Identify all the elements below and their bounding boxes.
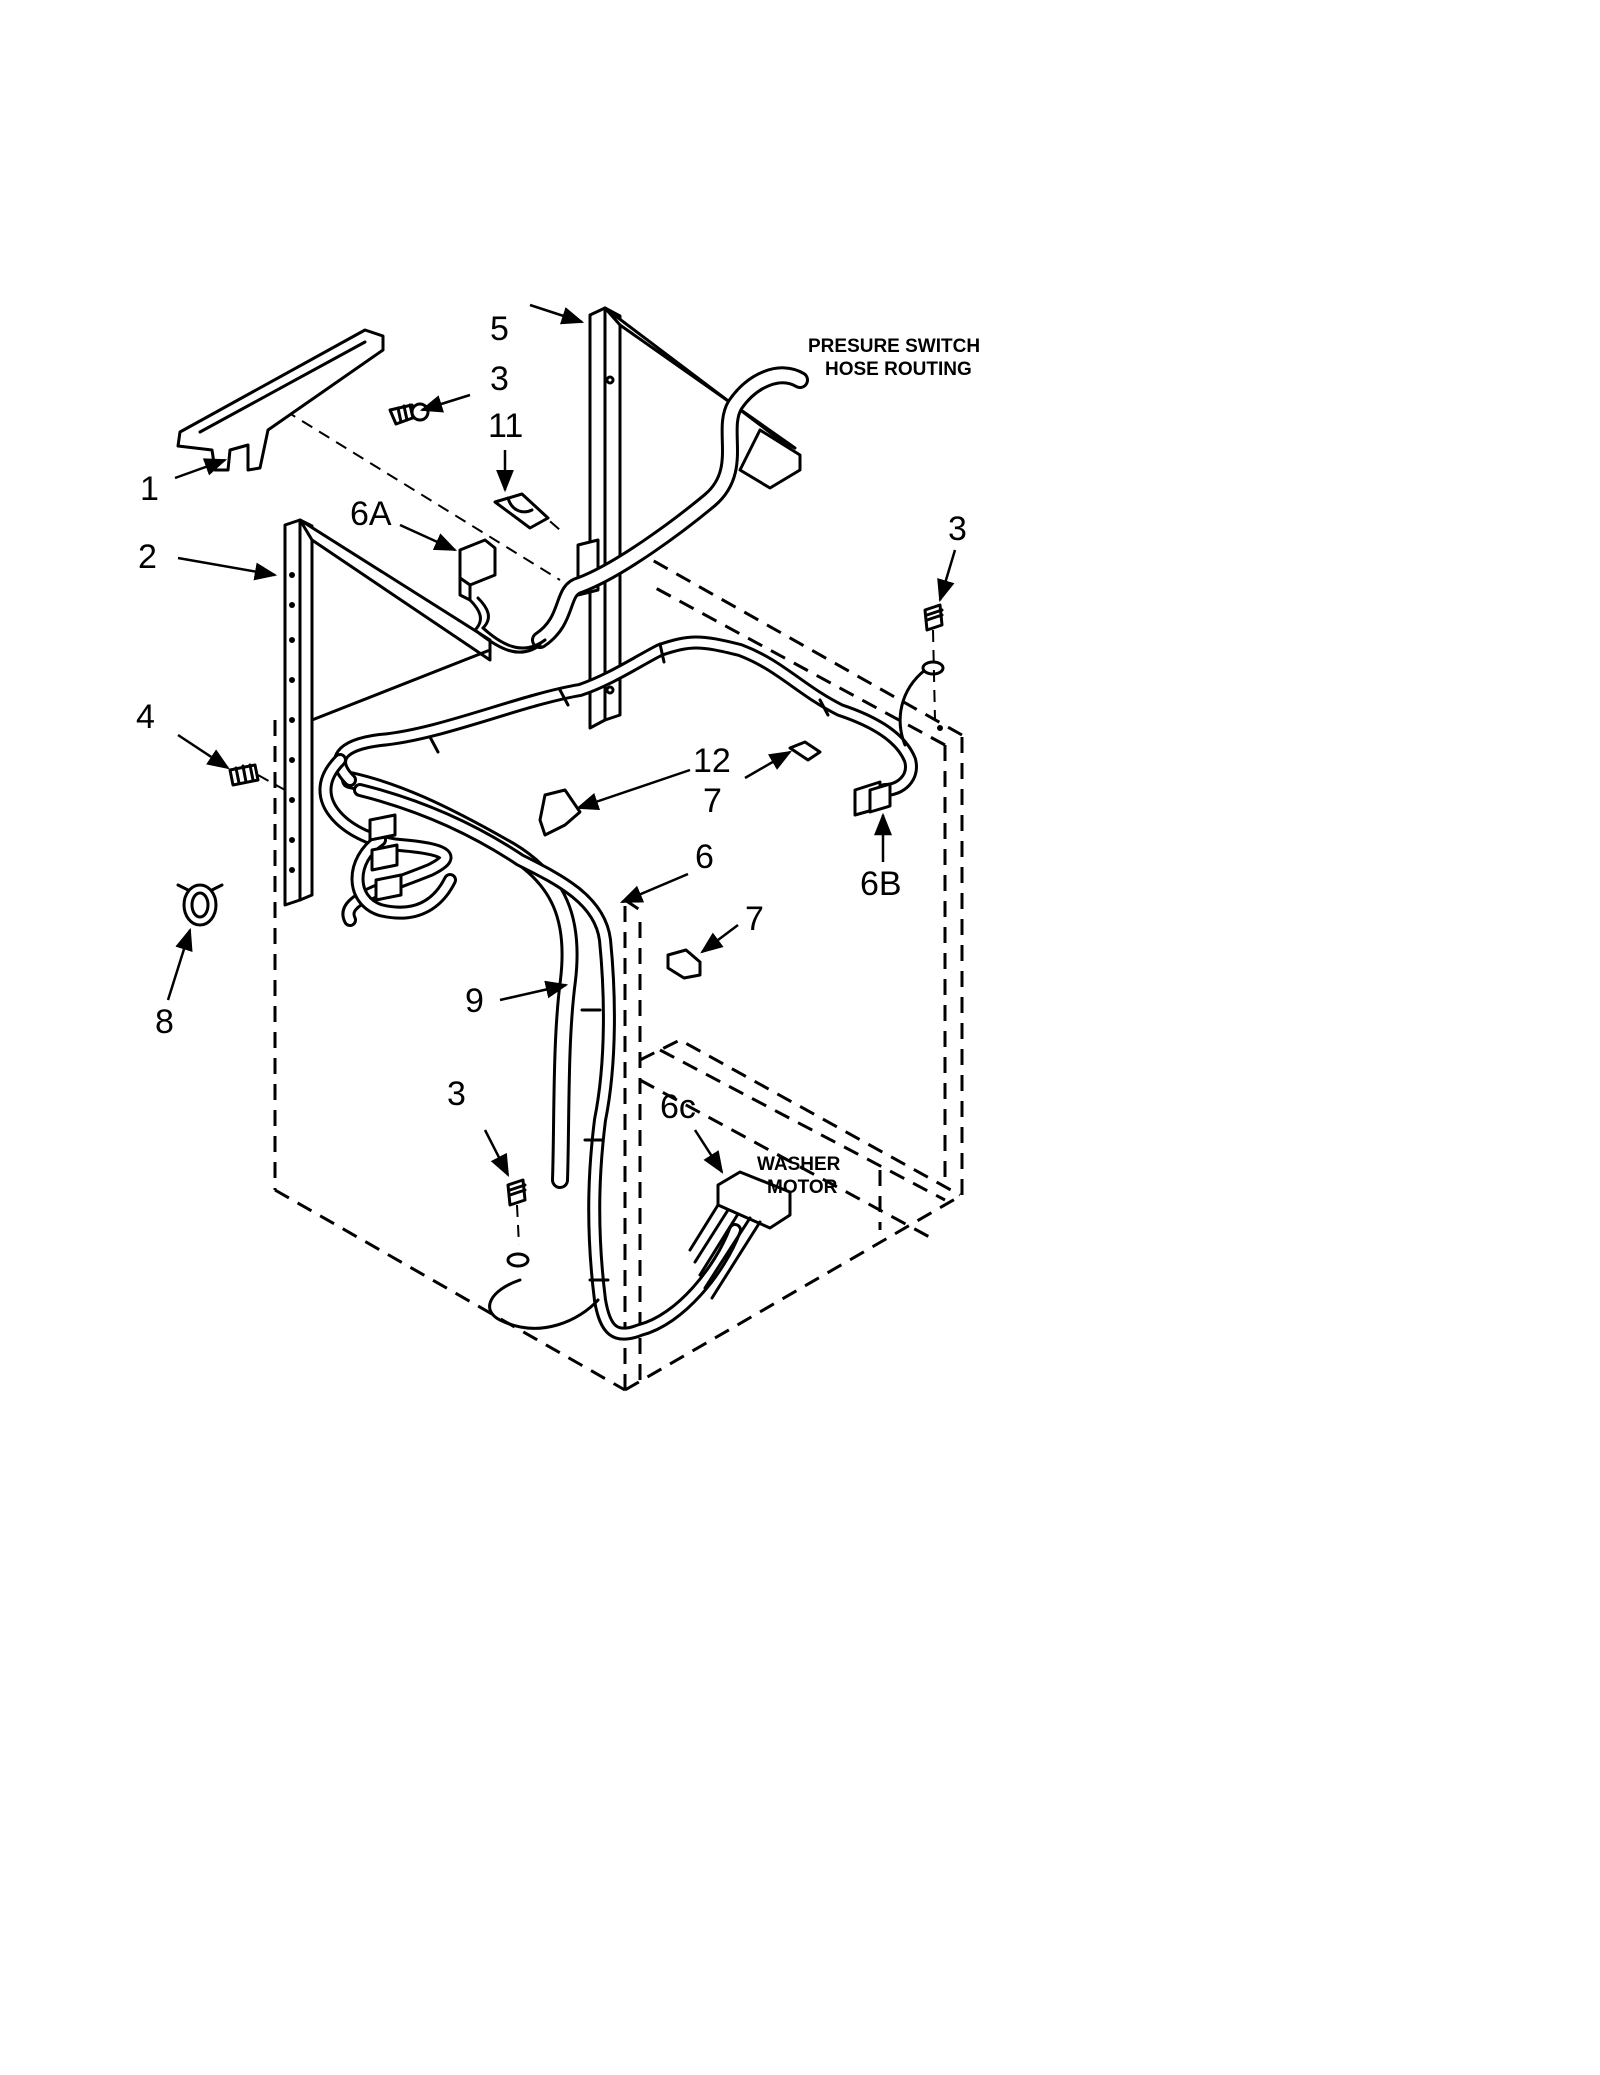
clip-12-part (538, 788, 582, 837)
callout-7-upper: 7 (703, 782, 722, 820)
top-shield-part (176, 328, 385, 472)
left-bracket-part (283, 518, 492, 907)
callout-6A: 6A (350, 495, 392, 533)
wire-harness-6 (318, 626, 927, 1341)
screw-icon-right (921, 603, 945, 731)
washer-motor-note-line2: MOTOR (767, 1177, 838, 1198)
connector-6B-part (853, 780, 892, 817)
callout-4: 4 (136, 698, 155, 736)
clamp-8-part (176, 883, 224, 927)
callout-3-bottom: 3 (447, 1075, 466, 1113)
callout-3-top: 3 (490, 360, 509, 398)
pressure-switch-note-line2: HOSE ROUTING (825, 359, 972, 380)
callout-3-right: 3 (948, 510, 967, 548)
clip-7-lower-part (666, 948, 702, 980)
callout-5: 5 (490, 310, 509, 348)
callout-7-lower: 7 (745, 900, 764, 938)
pressure-switch-note-line1: PRESURE SWITCH (808, 336, 980, 357)
callout-8: 8 (155, 1003, 174, 1041)
callout-9: 9 (465, 982, 484, 1020)
diagram-notes: PRESURE SWITCH HOSE ROUTING WASHER MOTOR (757, 336, 980, 1198)
callout-6B: 6B (860, 865, 902, 903)
clip-7-upper-part (788, 740, 822, 762)
connector-6A-part (458, 538, 497, 632)
washer-motor-note-line1: WASHER (757, 1154, 841, 1175)
clip-11-part (493, 492, 550, 530)
bracket-holes (289, 572, 295, 873)
connector-6c-part (688, 1170, 792, 1300)
callout-6: 6 (695, 838, 714, 876)
callout-1: 1 (140, 470, 159, 508)
screw-icon-left (228, 763, 286, 791)
loop-connectors (368, 813, 403, 902)
callout-11: 11 (488, 407, 523, 445)
callout-2: 2 (138, 538, 157, 576)
callout-arrows (166, 303, 957, 1178)
screw-icon-bottom (506, 1178, 530, 1268)
callout-labels: 1 2 3 5 11 6A 3 4 12 7 6 7 6B 8 9 3 6c (136, 310, 967, 1126)
pressure-switch-hose (531, 366, 809, 649)
callout-12: 12 (693, 742, 731, 780)
cabinet-outline (267, 399, 964, 1392)
callout-6c: 6c (660, 1088, 696, 1126)
screw-icon-top (388, 402, 430, 426)
